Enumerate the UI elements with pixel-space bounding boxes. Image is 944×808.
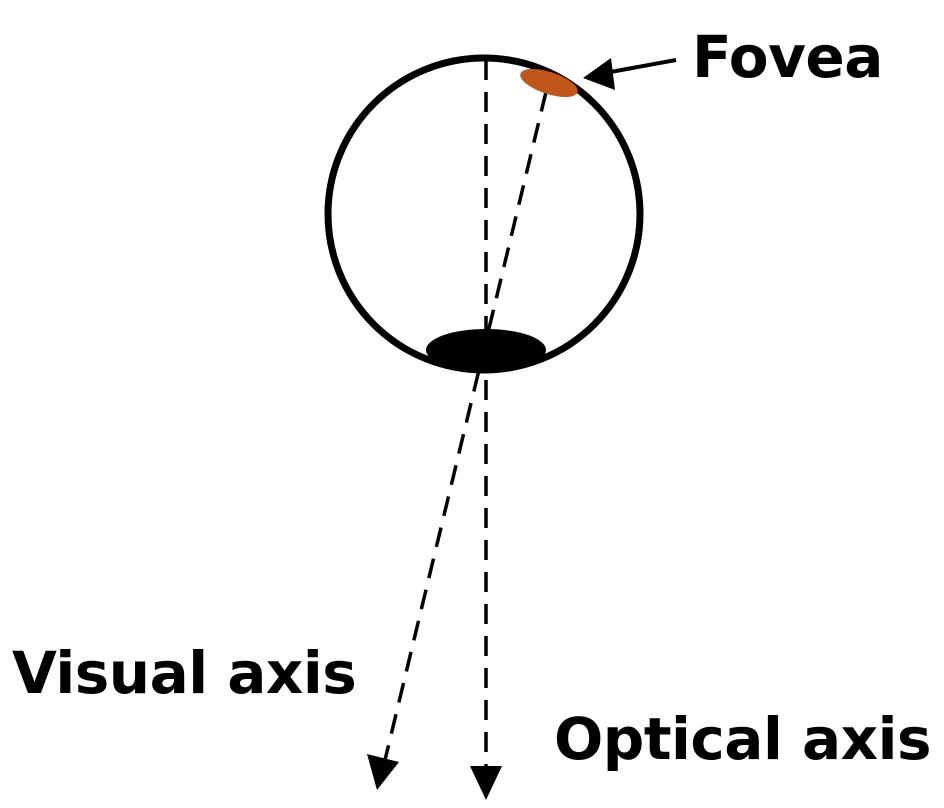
optical-axis-arrowhead: [470, 766, 502, 800]
visual-axis-arrowhead: [367, 754, 399, 790]
visual-axis-line: [383, 91, 548, 761]
fovea-label: Fovea: [692, 23, 883, 91]
eyeball-outline: [324, 54, 644, 374]
fovea-spot: [520, 69, 578, 97]
optical-axis-label: Optical axis: [554, 705, 931, 773]
fovea-pointer-arrowhead: [583, 58, 615, 90]
visual-axis-label: Visual axis: [12, 639, 357, 707]
fovea-pointer-line: [604, 58, 677, 75]
lens: [426, 329, 546, 371]
